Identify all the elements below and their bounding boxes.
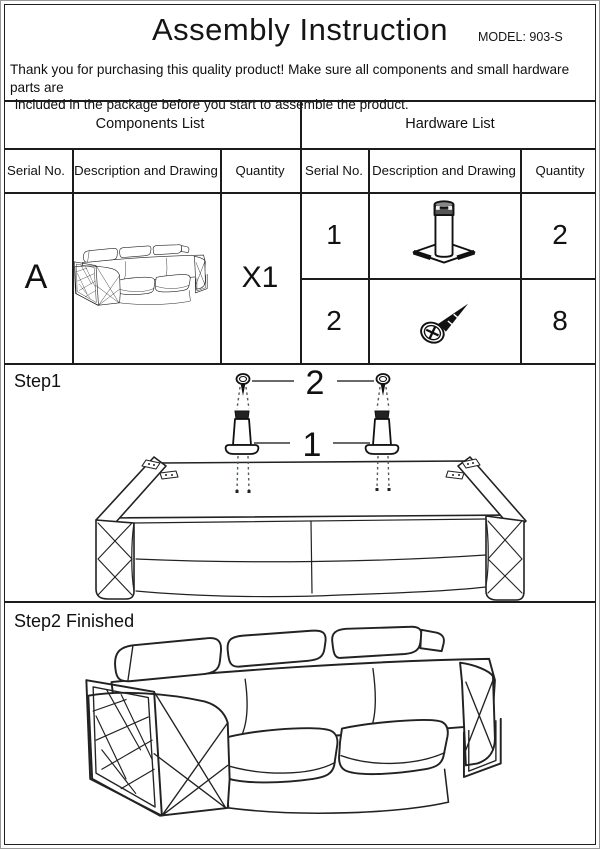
table-line <box>220 148 222 363</box>
col-header-serial-hardware: Serial No. <box>305 162 363 178</box>
hardware-drawing-cell-2 <box>368 278 520 363</box>
table-line <box>368 148 370 363</box>
component-serial: A <box>24 258 48 296</box>
sofa-underside <box>104 460 519 519</box>
sofa-icon <box>73 243 219 313</box>
components-list-header: Components List <box>95 116 205 132</box>
page-title: Assembly Instruction <box>152 12 448 47</box>
table-line <box>4 148 595 150</box>
hardware-drawing-cell-1 <box>368 192 520 278</box>
col-header-quantity-hardware: Quantity <box>535 162 585 178</box>
callout-number-screw: 2 <box>306 364 325 402</box>
col-header-description-hardware: Description and Drawing <box>372 162 516 178</box>
table-line <box>4 192 595 194</box>
alignment-dashes <box>236 386 390 491</box>
model-label: MODEL: 903-S <box>478 30 563 44</box>
col-header-serial-components: Serial No. <box>7 162 65 178</box>
table-line <box>300 278 595 280</box>
finished-sofa-drawing <box>80 624 540 837</box>
callout-number-leg: 1 <box>303 426 322 464</box>
sofa-leg-part <box>224 410 400 455</box>
step1-diagram: 2 1 <box>95 364 527 601</box>
page-border <box>4 4 596 845</box>
col-header-quantity-components: Quantity <box>235 162 285 178</box>
hardware-quantity-2: 8 <box>552 304 568 336</box>
table-line <box>300 100 302 363</box>
hardware-quantity-1: 2 <box>552 219 568 250</box>
table-line <box>4 100 595 102</box>
screw-icon <box>420 303 469 344</box>
col-header-description-components: Description and Drawing <box>74 162 218 178</box>
table-line <box>4 363 595 365</box>
component-quantity: X1 <box>241 260 279 294</box>
component-drawing-cell <box>72 192 220 363</box>
section-line <box>4 601 595 603</box>
table-line <box>72 148 74 363</box>
hardware-list-header: Hardware List <box>405 116 495 132</box>
step2-label: Step2 Finished <box>14 611 135 631</box>
hardware-serial-2: 2 <box>326 304 342 336</box>
step1-label: Step1 <box>14 371 62 391</box>
screw-part <box>235 373 391 396</box>
intro-line-1: Thank you for purchasing this quality pr… <box>10 62 570 95</box>
table-line <box>520 148 522 363</box>
hardware-serial-1: 1 <box>326 219 342 250</box>
sofa-leg-icon <box>412 200 476 264</box>
